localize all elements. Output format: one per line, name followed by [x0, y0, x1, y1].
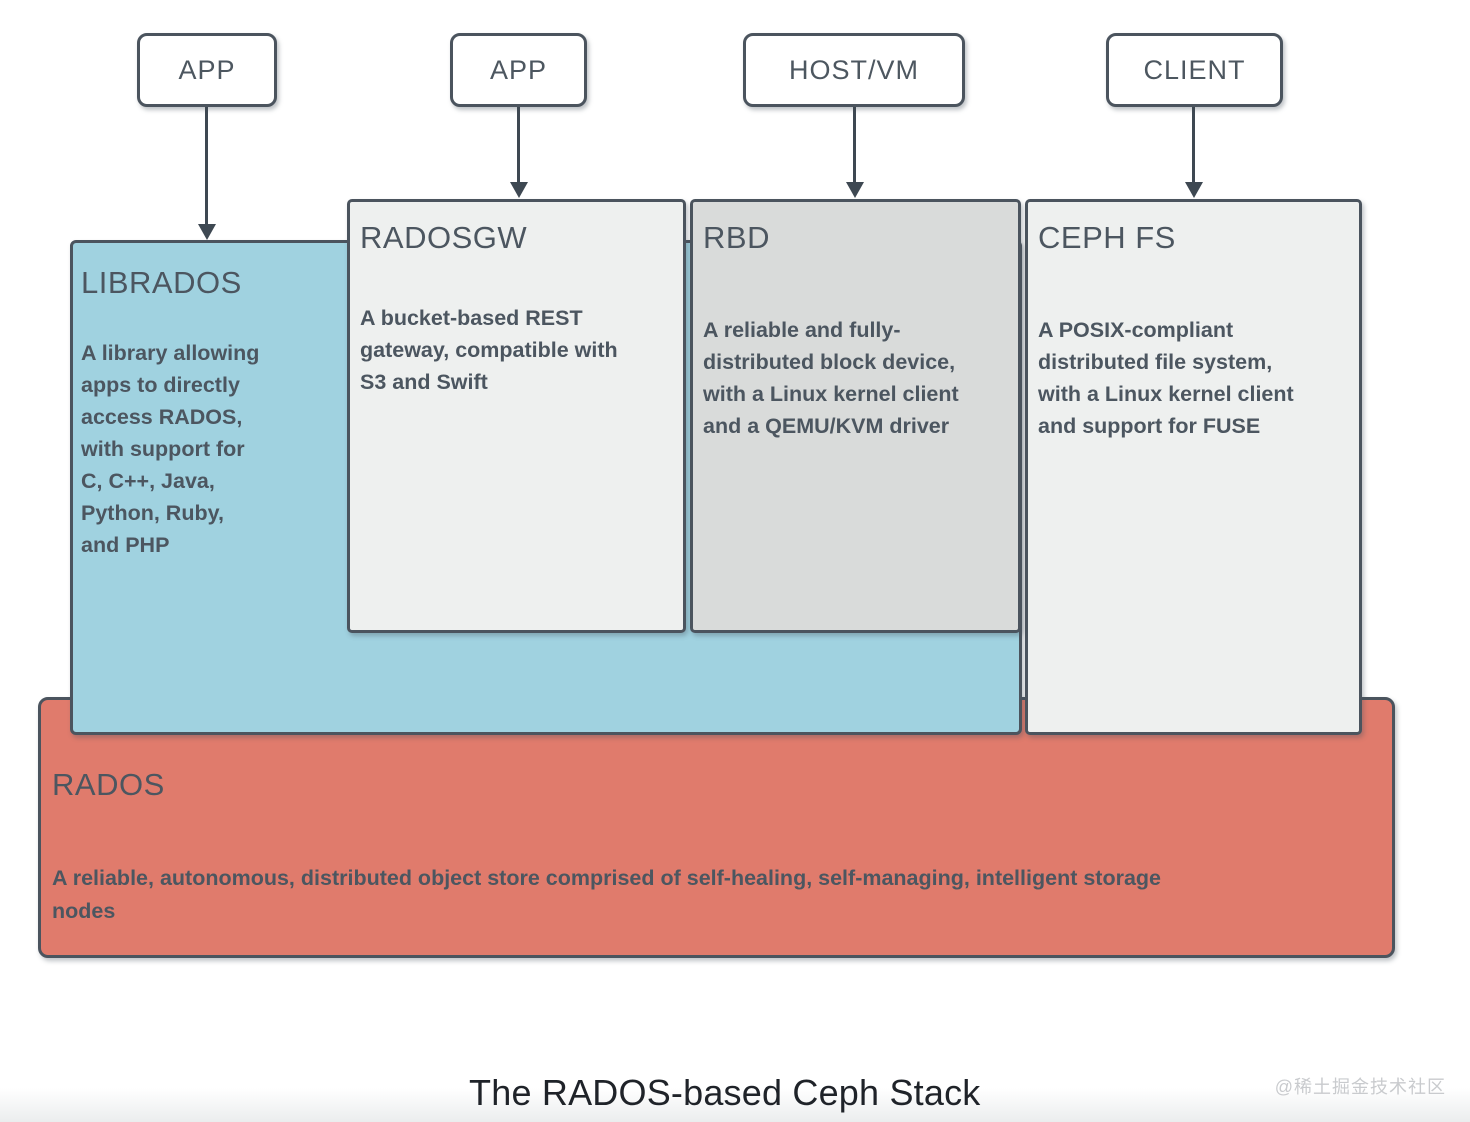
top-node-app-1-label: APP	[178, 54, 236, 85]
rbd-box: RBD A reliable and fully- distributed bl…	[690, 199, 1021, 633]
arrow-app2-head-icon	[510, 182, 528, 198]
diagram-caption: The RADOS-based Ceph Stack	[469, 1072, 981, 1113]
arrow-client-head-icon	[1185, 182, 1203, 198]
top-node-host-vm: HOST/VM	[743, 33, 965, 107]
cephfs-description: A POSIX-compliant distributed file syste…	[1038, 318, 1294, 438]
radosgw-box: RADOSGW A bucket-based REST gateway, com…	[347, 199, 686, 633]
radosgw-description: A bucket-based REST gateway, compatible …	[360, 306, 618, 394]
cephfs-box: CEPH FS A POSIX-compliant distributed fi…	[1025, 199, 1362, 735]
top-node-client: CLIENT	[1106, 33, 1283, 107]
cephfs-title: CEPH FS	[1038, 220, 1176, 255]
bottom-gradient	[0, 1088, 1470, 1122]
radosgw-title: RADOSGW	[360, 220, 528, 255]
arrow-hostvm-to-rbd	[853, 107, 856, 184]
arrow-client-to-cephfs	[1192, 107, 1195, 184]
top-node-app-1: APP	[137, 33, 277, 107]
top-node-app-2-label: APP	[489, 54, 548, 85]
arrow-app1-head-icon	[198, 224, 216, 240]
arrow-app1-to-librados	[205, 107, 208, 226]
rados-title: RADOS	[52, 767, 165, 802]
rados-box: RADOS A reliable, autonomous, distribute…	[38, 697, 1395, 958]
librados-description: A library allowing apps to directly acce…	[81, 341, 260, 557]
arrow-hostvm-head-icon	[846, 182, 864, 198]
librados-title: LIBRADOS	[81, 265, 242, 300]
arrow-app2-to-radosgw	[517, 107, 520, 184]
rados-description: A reliable, autonomous, distributed obje…	[52, 866, 1162, 923]
rbd-title: RBD	[703, 220, 770, 255]
top-node-app-2: APP	[450, 33, 587, 107]
rbd-description: A reliable and fully- distributed block …	[703, 318, 959, 438]
juejin-watermark: @稀土掘金技术社区	[1274, 1077, 1446, 1097]
top-node-client-label: CLIENT	[1143, 54, 1246, 85]
top-node-host-vm-label: HOST/VM	[788, 54, 919, 85]
